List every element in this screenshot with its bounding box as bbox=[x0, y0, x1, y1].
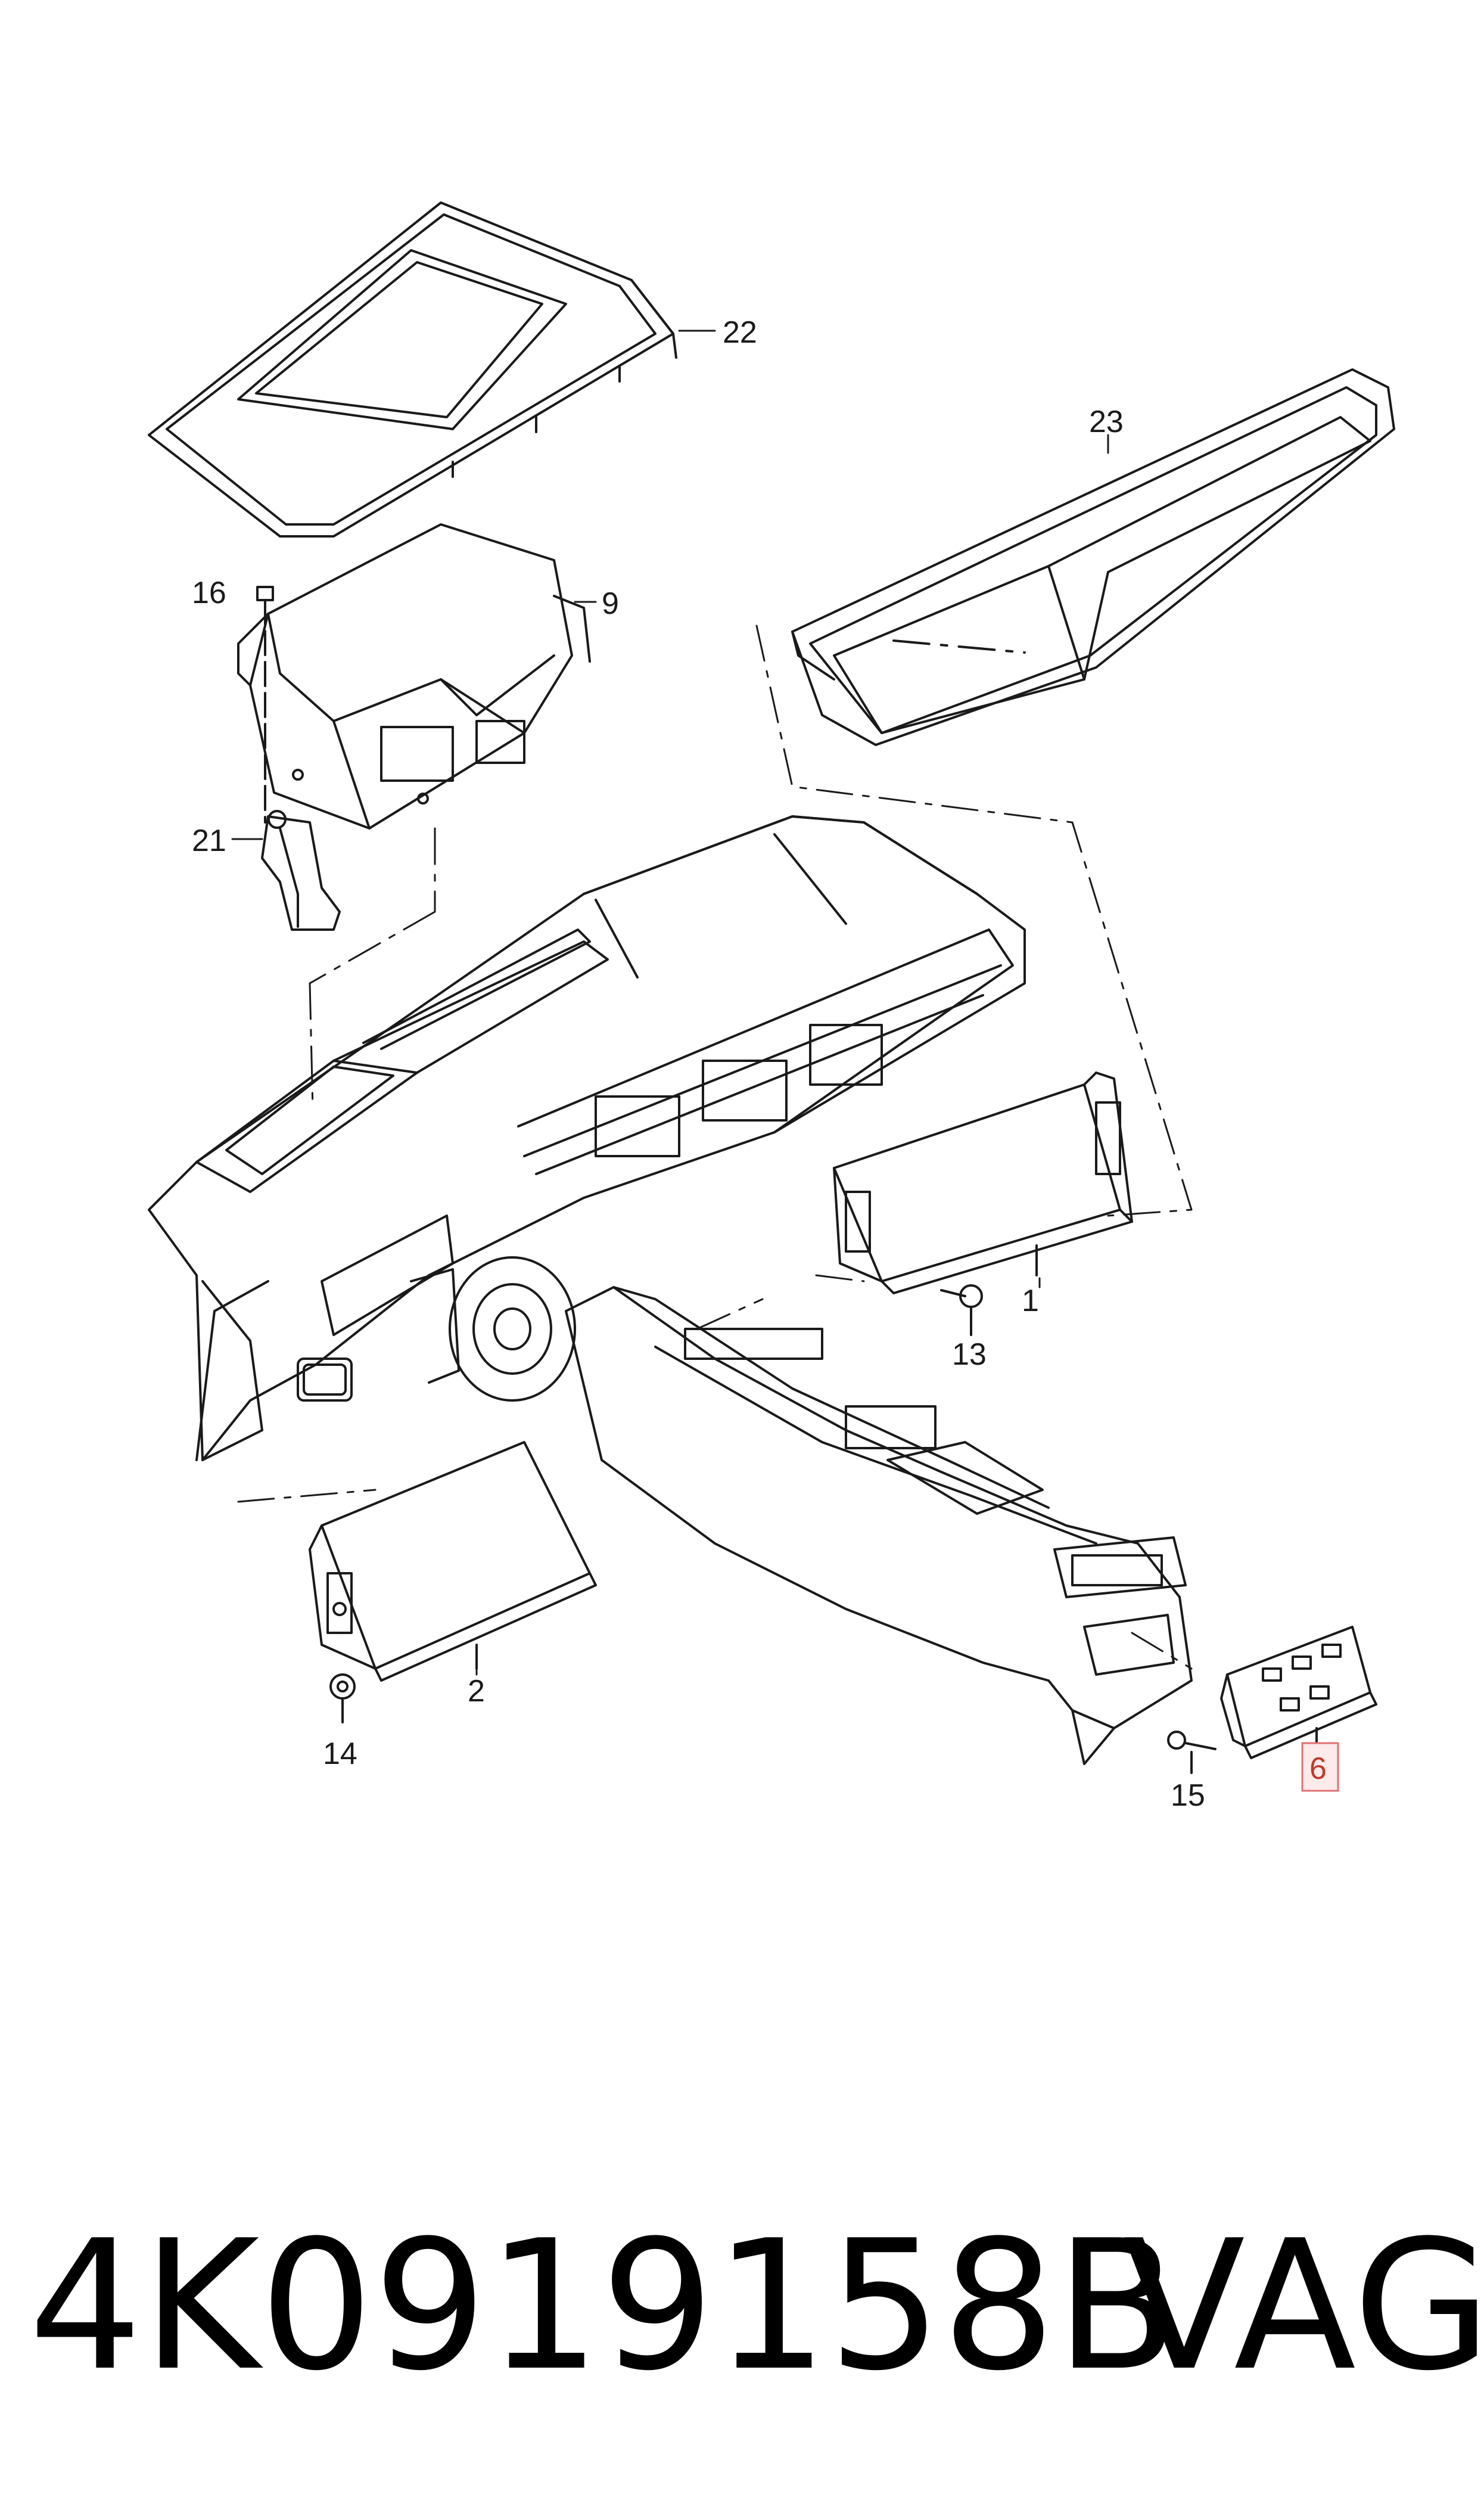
callout-16: 16 bbox=[192, 576, 226, 610]
callout-15: 15 bbox=[1171, 1778, 1205, 1813]
part-23-display-frame bbox=[791, 368, 1395, 746]
callout-6-highlight bbox=[1301, 1742, 1339, 1792]
callout-22: 22 bbox=[723, 315, 757, 350]
part-16-screw bbox=[256, 586, 274, 824]
part-21-bracket bbox=[261, 810, 341, 931]
part-9-control-unit bbox=[237, 523, 591, 830]
callout-2: 2 bbox=[468, 1674, 485, 1709]
callout-leaders bbox=[231, 330, 1109, 1676]
callout-1: 1 bbox=[1022, 1284, 1039, 1318]
part-1-display-module bbox=[833, 1071, 1133, 1294]
part-22-trim-cover bbox=[148, 201, 677, 538]
part-13-screw bbox=[940, 1284, 983, 1336]
part-14-clip bbox=[329, 1673, 356, 1723]
callout-13: 13 bbox=[952, 1337, 987, 1372]
dashboard-assembly bbox=[148, 815, 1026, 1461]
center-console bbox=[565, 1286, 1193, 1765]
callout-23: 23 bbox=[1089, 405, 1124, 439]
callout-6: 6 bbox=[1309, 1751, 1327, 1786]
part-6-climate-panel bbox=[1220, 1626, 1377, 1759]
callout-21: 21 bbox=[192, 824, 226, 858]
part-number-text: 4K0919158B bbox=[29, 2202, 1178, 2410]
part-2-lower-display bbox=[309, 1441, 597, 1682]
callout-14: 14 bbox=[323, 1737, 357, 1771]
leader-lines bbox=[237, 625, 1193, 1670]
brand-text: VAG bbox=[1123, 2202, 1484, 2410]
callout-9: 9 bbox=[602, 586, 619, 621]
part-15-screw bbox=[1167, 1731, 1217, 1774]
